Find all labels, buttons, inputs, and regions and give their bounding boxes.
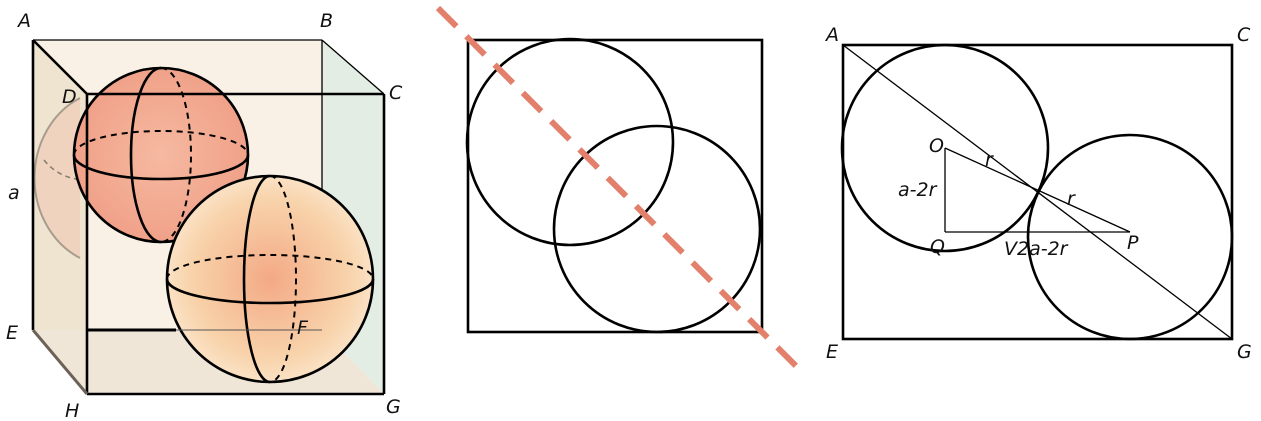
- edge-AD: [32, 39, 88, 95]
- section-circle-upper: [465, 37, 675, 247]
- label-F: F: [297, 317, 309, 339]
- sphere-top-meridian-front: [129, 66, 162, 244]
- sphere-bottom: [165, 174, 375, 384]
- label-Q: Q: [930, 236, 945, 258]
- label-O: O: [929, 135, 944, 157]
- label-E: E: [6, 322, 18, 344]
- label-B: B: [320, 10, 333, 32]
- panel-geometry: A C E G O P Q r r a-2r V2a-2r: [824, 24, 1252, 363]
- diagonal-cut-line: [435, 5, 799, 369]
- geometry-rectangle: [841, 43, 1234, 341]
- label-A: A: [16, 10, 31, 32]
- label-G: G: [386, 396, 401, 418]
- label-D: D: [62, 86, 77, 108]
- label-r-upper: r: [985, 149, 994, 171]
- diagonal-AG: [842, 44, 1233, 340]
- label-a: a: [8, 182, 20, 204]
- section-square: [466, 38, 764, 334]
- label-leg-horizontal: V2a-2r: [1004, 238, 1069, 260]
- edge-BC: [321, 39, 385, 95]
- label-H: H: [65, 400, 79, 421]
- geometry-circle-right: [1026, 133, 1234, 341]
- geometry-circle-left: [840, 43, 1050, 253]
- label-leg-vertical: a-2r: [898, 179, 938, 201]
- segment-OP: [944, 147, 1131, 233]
- sphere-bottom-equator-front: [165, 278, 375, 305]
- edge-EH: [31, 329, 89, 395]
- sphere-bottom-meridian-front: [242, 174, 271, 384]
- label-r-lower: r: [1067, 188, 1076, 210]
- sphere-top-meridian-back: [160, 67, 192, 243]
- label-A3: A: [824, 24, 839, 46]
- panel-cross-section: [435, 5, 799, 369]
- sphere-top-equator-back: [73, 130, 249, 156]
- label-G3: G: [1237, 341, 1252, 363]
- label-C3: C: [1237, 24, 1251, 46]
- panel-cube-3d: A B C D a E H G F: [6, 10, 403, 421]
- label-E3: E: [826, 341, 838, 363]
- sphere-bottom-equator-back: [166, 254, 374, 280]
- label-C: C: [389, 82, 403, 104]
- sphere-top-equator-front: [72, 154, 250, 181]
- ghost-sphere-arc: [33, 97, 81, 259]
- label-P: P: [1127, 232, 1139, 254]
- section-circle-lower: [552, 124, 762, 334]
- sphere-bottom-meridian-back: [269, 175, 297, 383]
